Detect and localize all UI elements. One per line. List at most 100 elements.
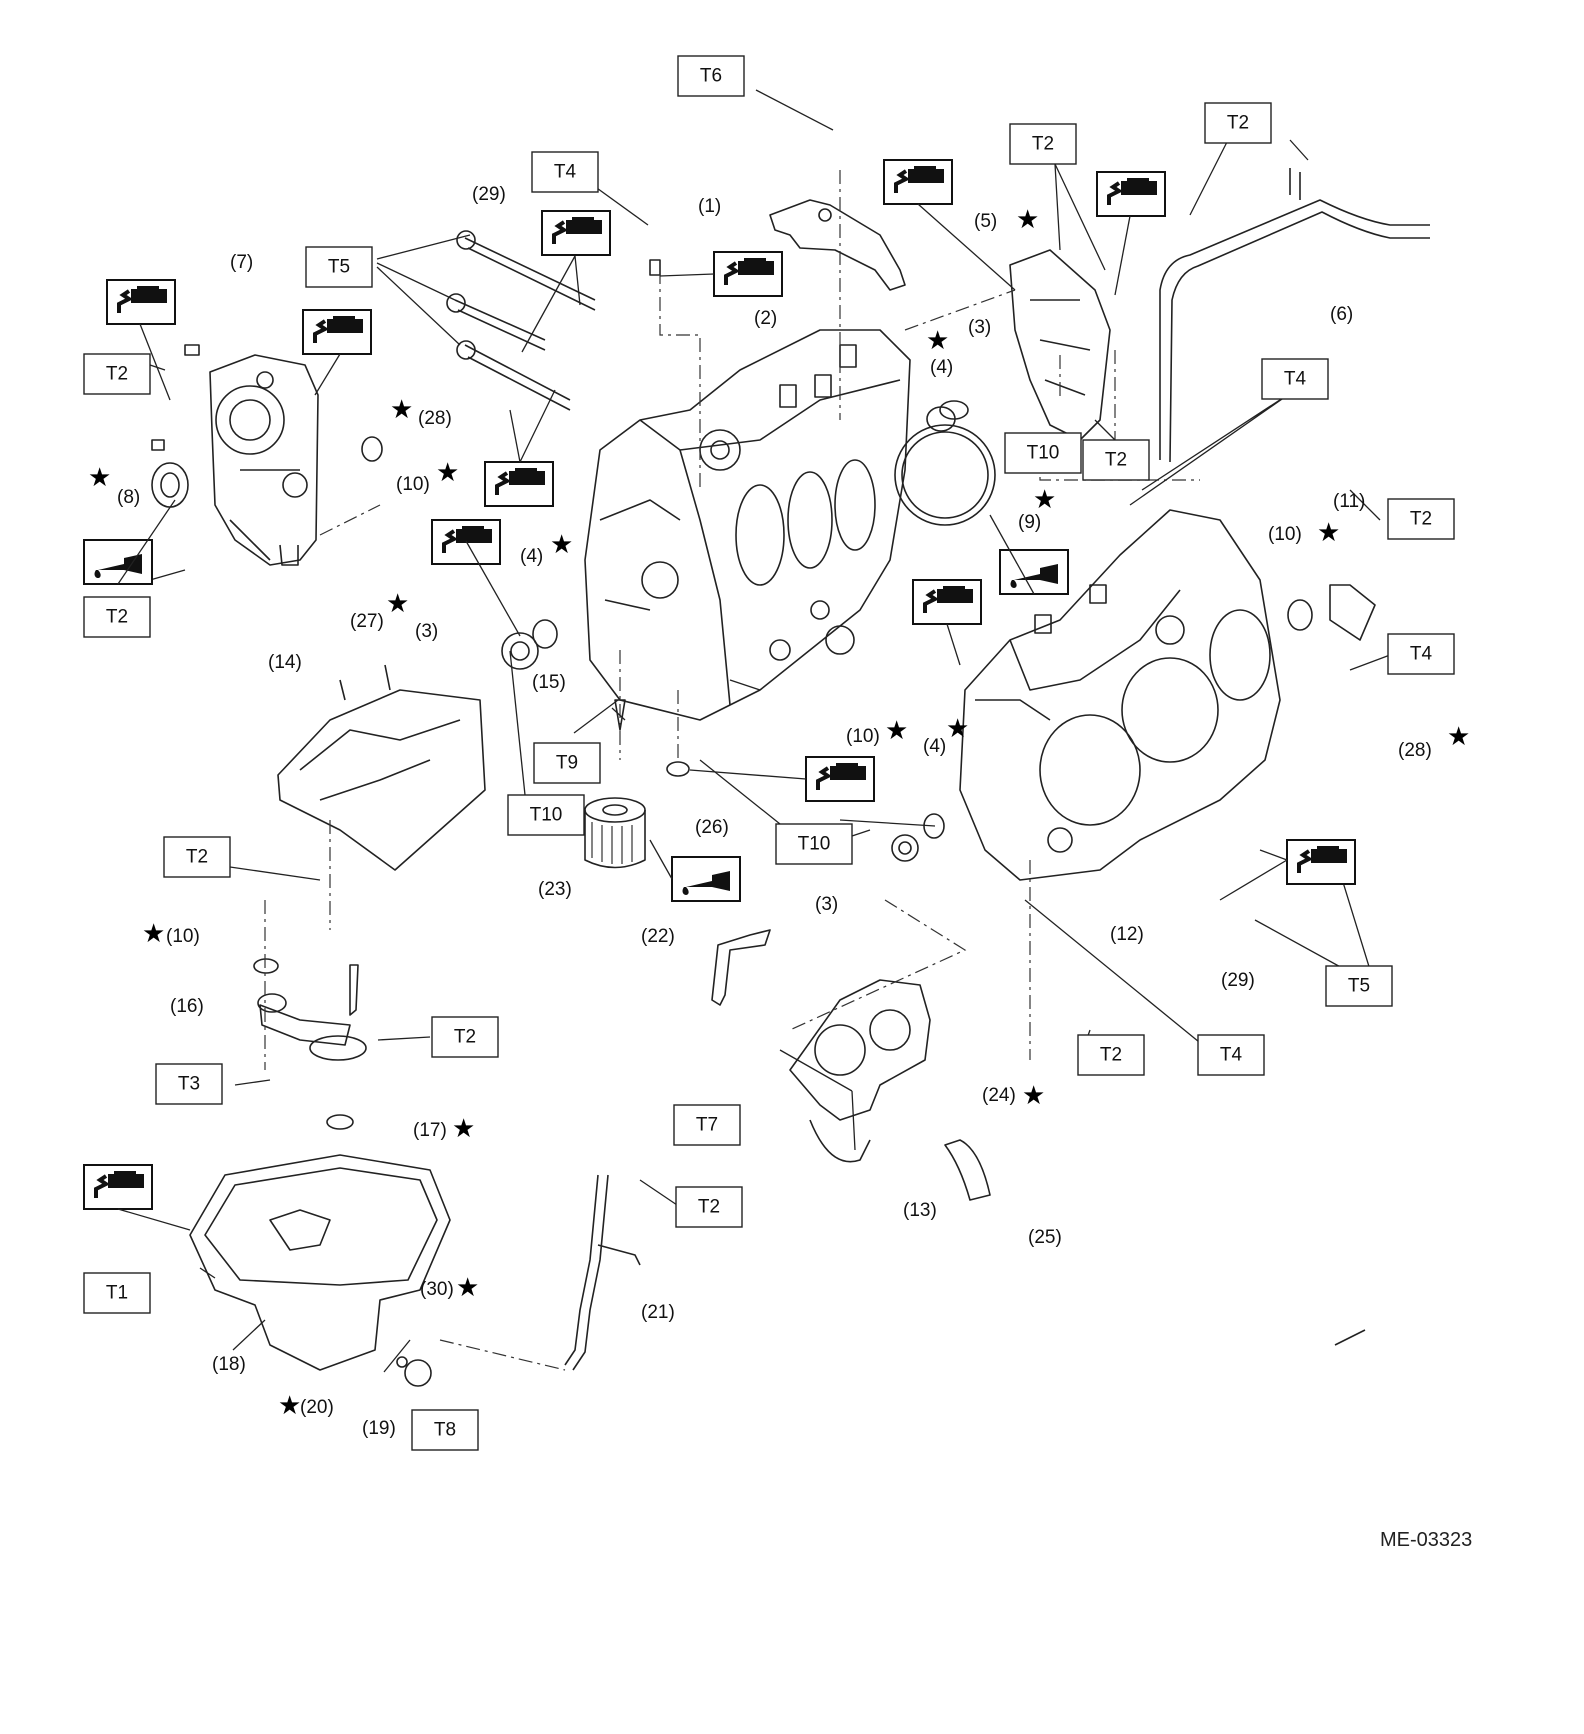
star-icon: ★: [926, 326, 949, 356]
part-label: (18): [212, 1354, 246, 1375]
svg-text:T10: T10: [1027, 443, 1060, 464]
torque-box: T4: [1387, 633, 1455, 675]
svg-text:T6: T6: [700, 66, 722, 87]
sealant-icon: [301, 308, 373, 356]
small-parts: [253, 259, 1376, 1387]
svg-text:T2: T2: [106, 607, 128, 628]
part-label: (10): [166, 926, 200, 947]
svg-text:T8: T8: [434, 1420, 456, 1441]
svg-text:T7: T7: [696, 1115, 718, 1136]
cylinder-block-left: [584, 329, 911, 721]
torque-box: T2: [1009, 123, 1077, 165]
star-icon: ★: [1033, 485, 1056, 515]
part-label: (3): [815, 894, 838, 915]
part-label: (19): [362, 1418, 396, 1439]
svg-text:T2: T2: [1105, 450, 1127, 471]
part-label: (5): [974, 211, 997, 232]
part-label: (28): [1398, 740, 1432, 761]
svg-text:T2: T2: [186, 847, 208, 868]
part-label: (15): [532, 672, 566, 693]
torque-box: T8: [411, 1409, 479, 1451]
water-pump: [789, 979, 991, 1201]
sealant-icon: [1285, 838, 1357, 886]
oil-baffle: [277, 664, 486, 871]
star-icon: ★: [390, 395, 413, 425]
part-labels: (1) (29) (7) (2) (5) (6) (3) (4) (28) (1…: [117, 184, 1432, 1439]
part-label: (2): [754, 308, 777, 329]
torque-box: T4: [1261, 358, 1329, 400]
torque-box: T2: [1082, 439, 1150, 481]
part-label: (1): [698, 196, 721, 217]
sealant-icon: [105, 278, 177, 326]
star-icon: ★: [436, 458, 459, 488]
svg-text:T2: T2: [454, 1027, 476, 1048]
torque-box: T2: [1387, 498, 1455, 540]
part-label: (10): [1268, 524, 1302, 545]
star-icon: ★: [456, 1273, 479, 1303]
through-bolts: [446, 230, 596, 411]
svg-text:T2: T2: [1410, 509, 1432, 530]
svg-text:T4: T4: [554, 162, 577, 183]
part-label: (3): [968, 317, 991, 338]
assembly-lines: [264, 170, 1200, 1371]
water-pipe: [1159, 168, 1430, 463]
dipstick-tube: [564, 1174, 641, 1371]
torque-box: T4: [531, 151, 599, 193]
svg-text:T3: T3: [178, 1074, 200, 1095]
part-label: (14): [268, 652, 302, 673]
part-label: (22): [641, 926, 675, 947]
torque-boxes: T6 T4 T2 T2 T5 T2 T2 T4 T10 T2 T2 T4 T10…: [83, 55, 1455, 1451]
cam-bracket: [769, 199, 906, 291]
torque-box: T2: [1077, 1034, 1145, 1076]
part-label: (4): [923, 736, 946, 757]
part-label: (4): [930, 357, 953, 378]
part-label: (10): [846, 726, 880, 747]
bracket-22: [711, 929, 771, 1006]
engine-parts: [151, 168, 1430, 1387]
legend-icons: [82, 158, 1357, 1211]
oil-icon: [83, 539, 153, 585]
sealant-icon: [804, 755, 876, 803]
oil-filter: [584, 797, 646, 869]
star-markers: ★ ★ ★ ★ ★ ★ ★ ★ ★ ★ ★ ★ ★ ★ ★ ★ ★: [88, 205, 1470, 1421]
star-icon: ★: [1447, 722, 1470, 752]
star-icon: ★: [142, 919, 165, 949]
star-icon: ★: [885, 716, 908, 746]
oil-pan: [189, 1154, 451, 1371]
icon-arrows: [117, 203, 1288, 1231]
torque-box: T10: [775, 823, 853, 865]
part-label: (21): [641, 1302, 675, 1323]
sealant-icon: [882, 158, 954, 206]
svg-text:T9: T9: [556, 753, 578, 774]
part-label: (20): [300, 1397, 334, 1418]
torque-box: T10: [507, 794, 585, 836]
part-label: (28): [418, 408, 452, 429]
star-icon: ★: [1317, 518, 1340, 548]
sealant-icon: [712, 250, 784, 298]
star-icon: ★: [550, 530, 573, 560]
svg-text:T5: T5: [328, 257, 350, 278]
svg-text:T4: T4: [1410, 644, 1433, 665]
torque-box: T2: [83, 353, 151, 395]
sealant-icon: [82, 1163, 154, 1211]
svg-text:T2: T2: [1100, 1045, 1122, 1066]
oil-pump: [151, 344, 319, 566]
torque-box: T2: [163, 836, 231, 878]
oil-icon: [671, 856, 741, 902]
svg-text:T5: T5: [1348, 976, 1370, 997]
drawing-code: ME-03323: [1380, 1529, 1472, 1551]
oil-icon: [999, 549, 1069, 595]
torque-box: T9: [533, 742, 601, 784]
part-label: (6): [1330, 304, 1353, 325]
svg-text:T4: T4: [1220, 1045, 1243, 1066]
star-icon: ★: [278, 1391, 301, 1421]
svg-text:T4: T4: [1284, 369, 1307, 390]
part-label: (3): [415, 621, 438, 642]
part-label: (12): [1110, 924, 1144, 945]
part-label: (24): [982, 1085, 1016, 1106]
rear-cover: [1009, 249, 1111, 441]
sealant-icon: [1095, 170, 1167, 218]
torque-box: T1: [83, 1272, 151, 1314]
torque-box: T4: [1197, 1034, 1265, 1076]
torque-box: T2: [1204, 102, 1272, 144]
